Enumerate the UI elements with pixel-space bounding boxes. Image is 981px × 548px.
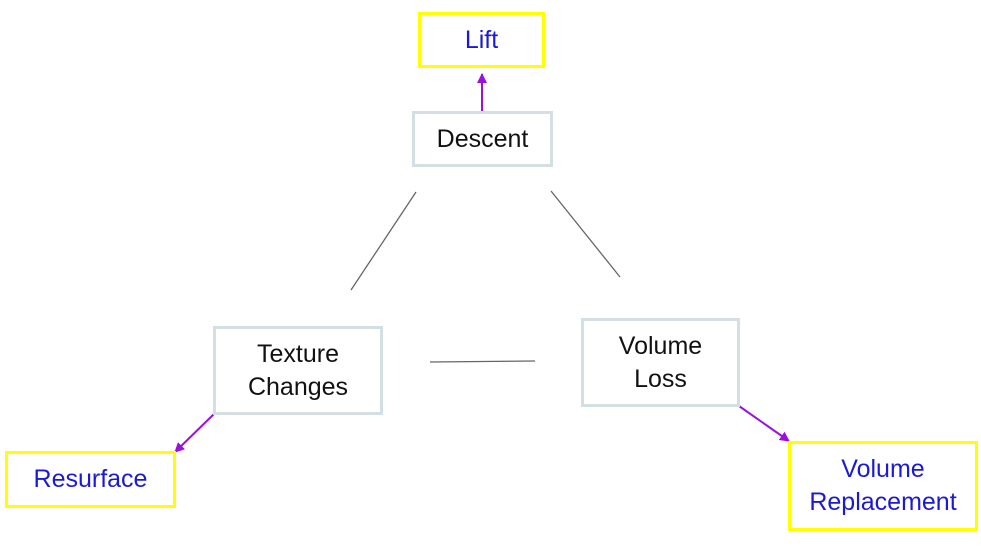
node-resurface-label: Resurface: [33, 465, 148, 493]
arrow-texture-to-resurface: [174, 412, 216, 453]
node-descent: Descent: [412, 111, 553, 167]
node-texture-changes: Texture Changes: [213, 326, 383, 415]
connector-descent-volume-loss: [550, 190, 621, 278]
node-texture-changes-label: Texture Changes: [247, 339, 349, 401]
node-volume-replacement-label: Volume Replacement: [809, 455, 957, 516]
connector-texture-volume-loss: [429, 360, 536, 363]
node-descent-label: Descent: [436, 124, 529, 153]
node-lift: Lift: [418, 12, 545, 68]
node-volume-loss: Volume Loss: [581, 318, 740, 407]
node-lift-label: Lift: [464, 25, 499, 54]
connector-descent-texture: [350, 191, 417, 291]
arrow-volume-loss-to-replacement: [738, 405, 790, 442]
node-volume-replacement: Volume Replacement: [788, 441, 978, 531]
node-volume-loss-label: Volume Loss: [618, 331, 703, 393]
node-resurface: Resurface: [5, 451, 176, 508]
